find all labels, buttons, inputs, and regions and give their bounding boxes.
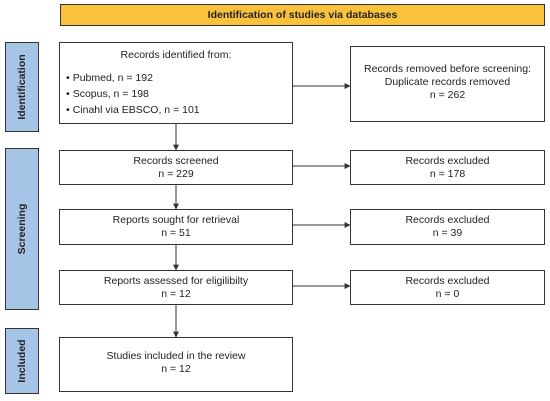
records-excluded-box-3: Records excluded n = 0 (350, 270, 545, 305)
records-excluded-label-2: Records excluded (405, 214, 490, 226)
source-item: Scopus, n = 198 (66, 88, 286, 101)
reports-assessed-box: Reports assessed for eligilibilty n = 12 (59, 270, 293, 305)
records-removed-count: n = 262 (429, 89, 466, 102)
records-screened-count: n = 229 (158, 168, 194, 181)
stage-screening: Screening (5, 148, 39, 310)
reports-assessed-count: n = 12 (161, 288, 191, 301)
records-screened-label: Records screened (133, 155, 219, 167)
reports-sought-count: n = 51 (161, 227, 191, 240)
records-excluded-label-1: Records excluded (405, 155, 490, 167)
records-identified-title: Records identified from: (120, 49, 232, 61)
reports-assessed-label: Reports assessed for eligilibilty (103, 275, 249, 287)
records-identified-box: Records identified from: Pubmed, n = 192… (59, 42, 293, 124)
diagram-header-title: Identification of studies via databases (207, 9, 398, 21)
records-removed-line2: Duplicate records removed (384, 76, 511, 89)
stage-included: Included (5, 328, 39, 394)
source-item: Cinahl via EBSCO, n = 101 (66, 104, 286, 117)
records-screened-box: Records screened n = 229 (59, 150, 293, 185)
source-item: Pubmed, n = 192 (66, 72, 286, 85)
studies-included-label: Studies included in the review (106, 350, 246, 362)
records-excluded-box-2: Records excluded n = 39 (350, 209, 545, 245)
reports-sought-label: Reports sought for retrieval (112, 214, 240, 226)
records-removed-line1: Records removed before screening: (364, 63, 531, 75)
stage-identification: Identification (5, 42, 39, 132)
studies-included-count: n = 12 (161, 363, 191, 376)
records-excluded-count-3: n = 0 (435, 288, 460, 301)
records-excluded-box-1: Records excluded n = 178 (350, 150, 545, 185)
records-removed-box: Records removed before screening: Duplic… (350, 46, 545, 122)
records-excluded-label-3: Records excluded (405, 275, 490, 287)
studies-included-box: Studies included in the review n = 12 (59, 337, 293, 392)
diagram-header: Identification of studies via databases (60, 4, 545, 26)
records-excluded-count-2: n = 39 (432, 227, 463, 240)
source-list: Pubmed, n = 192 Scopus, n = 198 Cinahl v… (66, 72, 286, 117)
records-excluded-count-1: n = 178 (429, 168, 466, 181)
reports-sought-box: Reports sought for retrieval n = 51 (59, 209, 293, 245)
